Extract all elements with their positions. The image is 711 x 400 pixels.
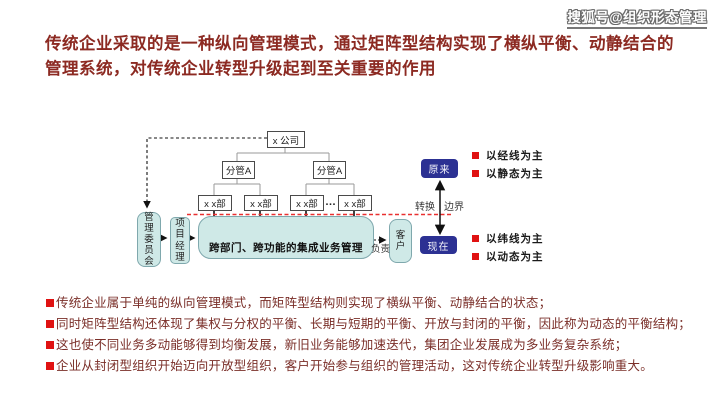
project-manager-label: 项目经理 xyxy=(175,218,185,263)
project-manager-box: 项目经理 xyxy=(170,217,190,264)
bullet-text: 这也使不同业务多动能够得到均衡发展，新旧业务能够加速迭代，集团企业发展成为多业务… xyxy=(56,337,628,352)
red-square-icon xyxy=(46,299,54,307)
bullet-text: 企业从封闭型组织开始迈向开放型组织，客户开始参与组织的管理活动，这对传统企业转型… xyxy=(56,358,653,373)
bullet-text: 同时矩阵型结构还体现了集权与分权的平衡、长期与短期的平衡、开放与封闭的平衡，因此… xyxy=(56,316,692,331)
watermark-sohu: 搜狐号@组织形态管理 xyxy=(567,6,707,29)
summary-bullet-list: 传统企业属于单纯的纵向管理模式，而矩阵型结构则实现了横纵平衡、动静结合的状态； … xyxy=(46,296,694,380)
red-square-icon xyxy=(46,340,54,349)
org-box-company: x 公司 xyxy=(267,131,305,148)
transform-label: 转换 xyxy=(415,202,435,213)
integration-box: 跨部门、跨功能的集成业务管理 xyxy=(198,216,374,259)
org-box-manager-left: 分管A xyxy=(222,161,255,179)
now-box: 现在 xyxy=(420,236,457,254)
legend-item: 以静态为主 xyxy=(472,166,544,181)
management-committee-label: 管理委员会 xyxy=(144,211,154,268)
org-box-manager-right: 分管A xyxy=(313,161,346,179)
org-box-dept-2: x x部 xyxy=(244,195,278,211)
org-box-dept-1: x x部 xyxy=(198,195,232,211)
integration-box-label: 跨部门、跨功能的集成业务管理 xyxy=(209,242,363,254)
boundary-label: 边界 xyxy=(444,202,464,213)
legend-item: 以动态为主 xyxy=(472,249,544,264)
legend-label: 以经线为主 xyxy=(486,150,544,162)
customer-label: 客户 xyxy=(395,229,406,252)
page-title: 传统企业采取的是一种纵向管理模式，通过矩阵型结构实现了横纵平衡、动静结合的管理系… xyxy=(45,35,674,78)
management-committee-box: 管理委员会 xyxy=(137,212,161,267)
customer-box: 客户 xyxy=(389,219,412,263)
list-item: 企业从封闭型组织开始迈向开放型组织，客户开始参与组织的管理活动，这对传统企业转型… xyxy=(46,359,694,373)
legend-before: 以经线为主 以静态为主 xyxy=(472,148,544,181)
before-box: 原来 xyxy=(421,159,458,178)
legend-label: 以纬线为主 xyxy=(486,233,544,245)
org-box-dept-4: x x部 xyxy=(338,195,372,211)
legend-item: 以纬线为主 xyxy=(472,231,544,246)
red-square-icon xyxy=(46,361,54,370)
responsible-label: 负责 xyxy=(371,244,391,255)
legend-item: 以经线为主 xyxy=(472,148,544,163)
list-item: 同时矩阵型结构还体现了集权与分权的平衡、长期与短期的平衡、开放与封闭的平衡，因此… xyxy=(46,317,694,331)
list-item: 这也使不同业务多动能够得到均衡发展，新旧业务能够加速迭代，集团企业发展成为多业务… xyxy=(46,338,694,352)
red-square-icon xyxy=(472,235,479,242)
list-item: 传统企业属于单纯的纵向管理模式，而矩阵型结构则实现了横纵平衡、动静结合的状态； xyxy=(46,296,694,310)
red-square-icon xyxy=(472,253,479,260)
red-square-icon xyxy=(472,170,479,177)
legend-label: 以动态为主 xyxy=(486,251,544,263)
legend-now: 以纬线为主 以动态为主 xyxy=(472,231,544,264)
bullet-text: 传统企业属于单纯的纵向管理模式，而矩阵型结构则实现了横纵平衡、动静结合的状态； xyxy=(56,296,552,310)
red-square-icon xyxy=(472,152,479,159)
legend-label: 以静态为主 xyxy=(486,168,544,180)
red-square-icon xyxy=(46,319,54,328)
org-box-dept-3: x x部 xyxy=(290,195,324,211)
dept-ellipsis: … xyxy=(325,196,336,208)
